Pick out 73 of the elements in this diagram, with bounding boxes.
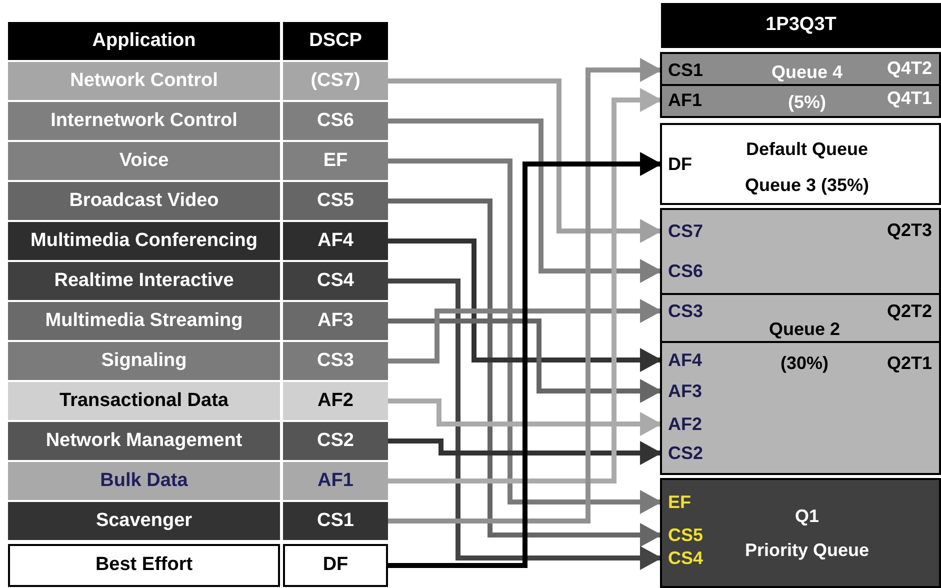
queue-name: Queue 3 (35%) [744,174,870,197]
dscp-cell: AF3 [283,302,388,340]
header-cell: DSCP [283,22,388,60]
queue-panel [660,123,941,205]
threshold-label: Q2T1 [886,352,932,375]
queue-panel [660,341,941,475]
dscp-label: CS7 [662,220,712,242]
queue-panel [660,52,941,86]
queue-name: Default Queue [744,138,870,161]
dscp-label: AF2 [662,413,712,435]
queue-panel [660,208,941,295]
threshold-label: Q2T3 [886,219,932,242]
arrow [388,198,662,547]
arrow [388,318,662,403]
queue-name: Queue 4 [770,61,844,84]
arrow [388,278,662,570]
application-cell: Bulk Data [8,462,280,500]
queue-panel [660,84,941,118]
arrow [388,299,662,364]
dscp-cell: CS6 [283,102,388,140]
arrow [388,238,662,372]
dscp-label: AF4 [662,349,712,371]
dscp-cell: AF1 [283,462,388,500]
arrow [388,438,662,465]
queue-name: Priority Queue [744,539,870,562]
dscp-cell: AF2 [283,382,388,420]
queue-name: Queue 2 [768,318,842,341]
threshold-label: Q4T2 [886,57,932,80]
queue-panel [660,478,941,588]
dscp-label: AF3 [662,380,712,402]
application-cell: Network Control [8,62,280,100]
arrow [388,58,662,524]
queue-name: Q1 [794,505,820,528]
dscp-cell: AF4 [283,222,388,260]
dscp-cell: CS5 [283,182,388,220]
application-cell: Best Effort [8,544,280,587]
dscp-cell: (CS7) [283,62,388,100]
header-cell: Application [8,22,280,60]
application-cell: Multimedia Streaming [8,302,280,340]
queue-panel [660,293,941,343]
application-cell: Multimedia Conferencing [8,222,280,260]
dscp-cell: CS4 [283,262,388,300]
application-cell: Network Management [8,422,280,460]
application-cell: Broadcast Video [8,182,280,220]
application-cell: Transactional Data [8,382,280,420]
application-cell: Scavenger [8,502,280,540]
dscp-cell: DF [283,544,388,587]
queue-header: 1P3Q3T [661,3,941,48]
application-cell: Voice [8,142,280,180]
application-cell: Realtime Interactive [8,262,280,300]
dscp-cell: CS1 [283,502,388,540]
dscp-label: DF [662,153,712,175]
dscp-cell: EF [283,142,388,180]
dscp-label: CS5 [662,524,712,546]
arrow [388,88,662,484]
queue-name: (5%) [786,91,827,114]
dscp-label: CS4 [662,547,712,569]
arrow [388,118,662,283]
dscp-cell: CS3 [283,342,388,380]
dscp-label: CS3 [662,300,712,322]
application-cell: Signaling [8,342,280,380]
application-cell: Internetwork Control [8,102,280,140]
dscp-cell: CS2 [283,422,388,460]
arrow [388,398,662,436]
dscp-label: AF1 [662,89,712,111]
queue-name: (30%) [779,352,830,375]
dscp-label: CS2 [662,442,712,464]
arrow [388,78,662,243]
threshold-label: Q2T2 [886,300,932,323]
threshold-label: Q4T1 [886,87,932,110]
dscp-label: CS1 [662,59,712,81]
dscp-label: EF [662,491,712,513]
dscp-label: CS6 [662,260,712,282]
